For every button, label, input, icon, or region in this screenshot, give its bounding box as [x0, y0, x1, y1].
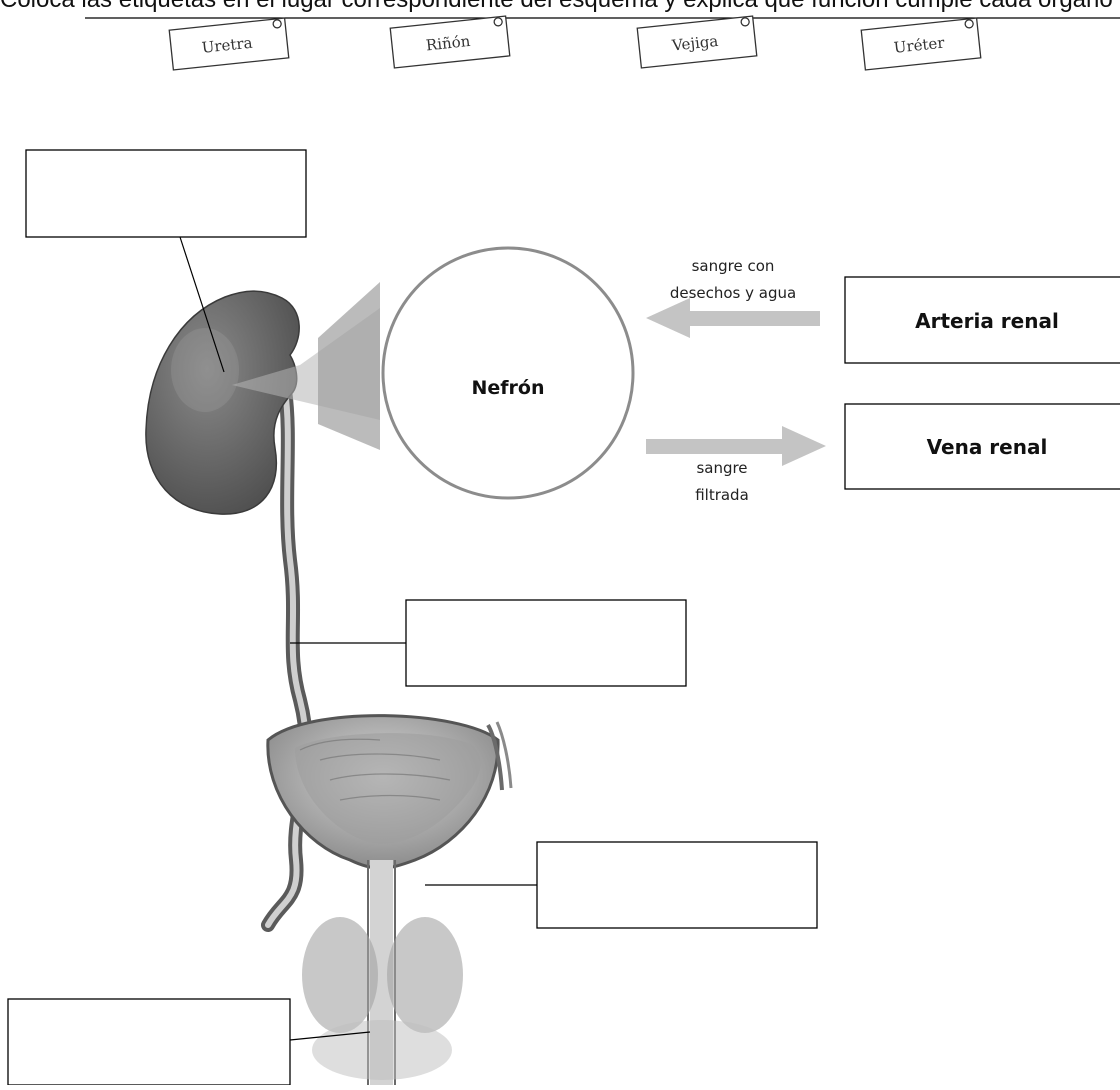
nefron-label: Nefrón — [471, 377, 544, 399]
outgoing-arrow-label-1: sangre — [696, 459, 747, 477]
tag-rinon[interactable]: Riñón — [390, 16, 510, 68]
incoming-arrow-label-1: sangre con — [692, 257, 775, 275]
nefron-circle — [383, 248, 633, 498]
answer-box-kidney[interactable] — [26, 150, 306, 237]
answer-box-bladder[interactable] — [537, 842, 817, 928]
answer-box-urethra[interactable] — [8, 999, 290, 1085]
bladder — [268, 716, 511, 1085]
artery-label: Arteria renal — [915, 309, 1059, 333]
vein-label: Vena renal — [927, 435, 1048, 459]
instruction-text: Coloca las etiquetas en el lugar corresp… — [0, 0, 1120, 12]
incoming-blood-arrow — [646, 298, 820, 338]
tag-vejiga[interactable]: Vejiga — [637, 16, 757, 68]
incoming-arrow-label-2: desechos y agua — [670, 284, 796, 302]
outgoing-arrow-label-2: filtrada — [695, 486, 749, 504]
tag-ureter[interactable]: Uréter — [861, 18, 981, 70]
tag-uretra[interactable]: Uretra — [169, 18, 289, 70]
answer-box-ureter[interactable] — [406, 600, 686, 686]
